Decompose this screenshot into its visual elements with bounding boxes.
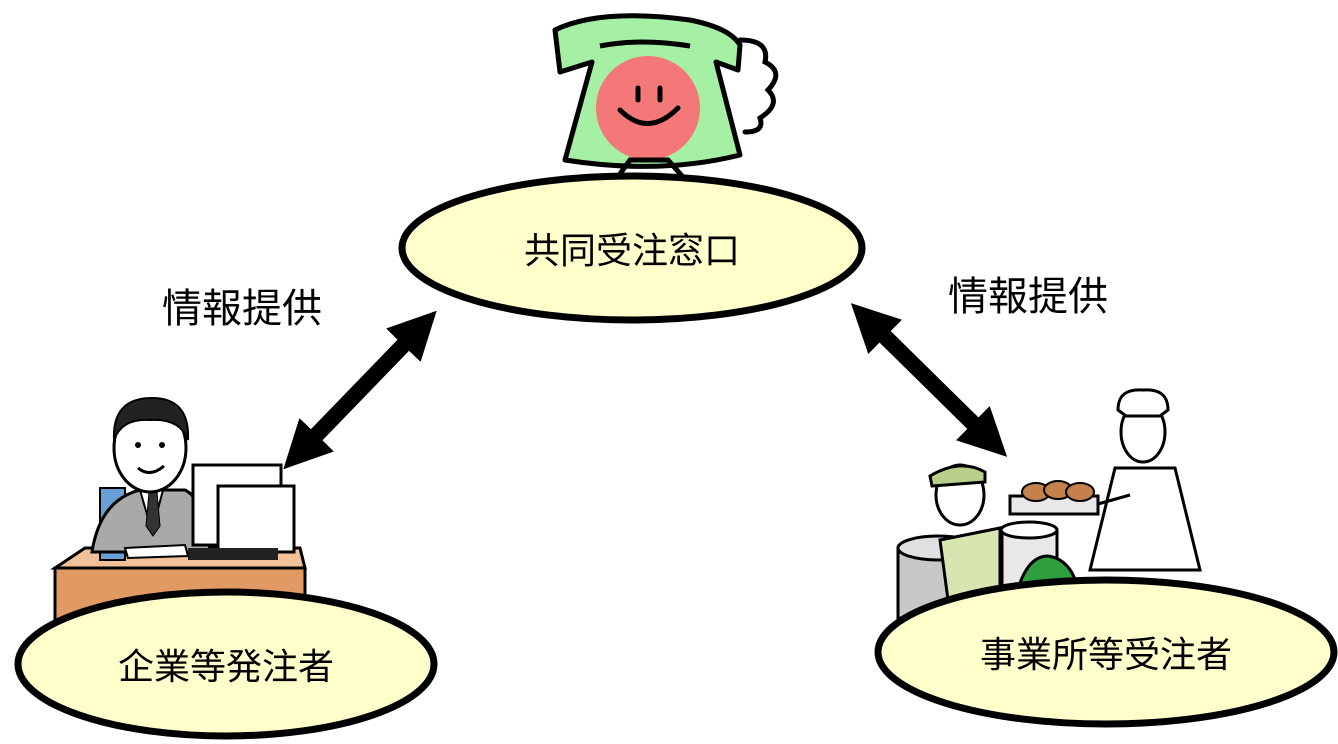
node-right-label: 事業所等受注者 [979,635,1232,676]
node-right-shape [874,576,1338,728]
node-left-shape [14,588,438,740]
edge-right-label: 情報提供 [948,274,1108,320]
node-center-shape [398,172,866,324]
workers-with-bread-and-bins-icon [896,388,1202,620]
smiling-telephone-icon [552,13,779,188]
arrow-left-connection [283,310,437,470]
node-left-label: 企業等発注者 [117,647,334,688]
edge-left-label: 情報提供 [162,286,322,332]
node-center-label: 共同受注窓口 [523,231,740,272]
arrow-right-connection [850,303,1008,457]
